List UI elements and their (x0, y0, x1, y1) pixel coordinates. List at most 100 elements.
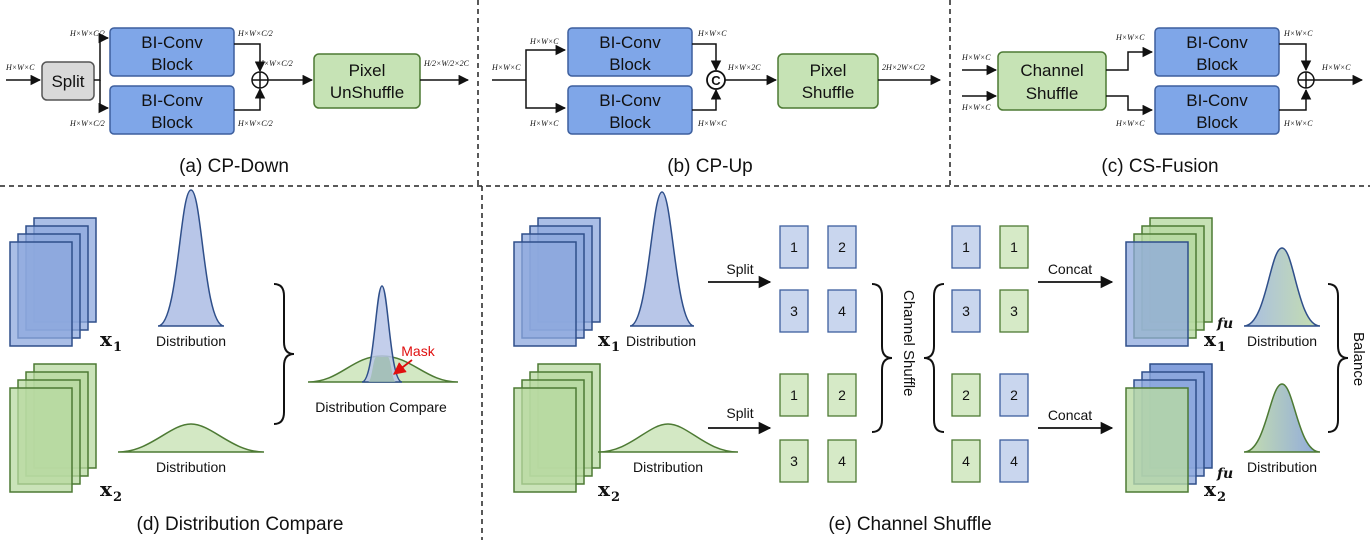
e-x2: x (598, 477, 611, 501)
shuf-bot-2: 2 (1010, 387, 1018, 403)
dim-top-out: H×W×C/2 (237, 29, 273, 38)
e-fu1: x (1204, 327, 1217, 351)
d-dist-top: Distribution (156, 333, 226, 349)
d-compare-label: Distribution Compare (315, 399, 447, 415)
feature-stack-x1 (9, 217, 97, 347)
dim-b-input: H×W×C (491, 63, 521, 72)
mask-overlap-region (368, 357, 396, 382)
caption-d: (d) Distribution Compare (137, 514, 344, 535)
dim-bot-in: H×W×C/2 (69, 119, 105, 128)
dim-sum: H×W×C/2 (257, 59, 293, 68)
wide-distribution-curve (117, 423, 265, 453)
dim-top-in: H×W×C/2 (69, 29, 105, 38)
c-conv-bot-line1: BI-Conv (1186, 91, 1248, 110)
panel-cs-fusion: H×W×C H×W×C Channel Shuffle H×W×C H×W×C … (961, 27, 1364, 177)
d-x2-sub: 2 (113, 490, 122, 505)
concat-symbol: C (711, 73, 721, 88)
c-shuffle-line1: Channel (1020, 61, 1083, 80)
conv-bot-line2: Block (151, 113, 193, 132)
shuf-bot-4: 4 (1010, 453, 1018, 469)
caption-e: (e) Channel Shuffle (828, 514, 991, 535)
e-split-top: Split (726, 261, 753, 277)
dim-c-bot-in: H×W×C (1115, 119, 1145, 128)
balance-brace-icon (1327, 283, 1349, 433)
e-fu1-sup: fu (1216, 316, 1233, 332)
b-conv-top-line2: Block (609, 55, 651, 74)
dim-c-bot-out: H×W×C (1283, 119, 1313, 128)
b-conv-bot-line2: Block (609, 113, 651, 132)
caption-b: (b) CP-Up (667, 156, 753, 177)
panel-cp-up: H×W×C H×W×C H×W×C BI-Conv Block BI-Conv … (491, 27, 942, 177)
shuffle-line2: Shuffle (802, 83, 855, 102)
e-feature-stack-x1 (513, 217, 601, 347)
tile-bot-1: 1 (790, 387, 798, 403)
tile-bot-4: 4 (838, 453, 846, 469)
d-dist-bot: Distribution (156, 459, 226, 475)
tile-bot-2: 2 (838, 387, 846, 403)
bi-conv-block-c-top (1154, 27, 1280, 77)
shuffle-line1: Pixel (810, 61, 847, 80)
dim-b-bot-in: H×W×C (529, 119, 559, 128)
tile-top-1: 1 (790, 239, 798, 255)
unshuffle-line1: Pixel (349, 61, 386, 80)
e-dist-fu2: Distribution (1247, 459, 1317, 475)
shuf-bot-3: 4 (962, 453, 970, 469)
c-shuffle-line2: Shuffle (1026, 84, 1079, 103)
e-fu2-sup: fu (1216, 466, 1233, 482)
dim-b-output: 2H×2W×C/2 (882, 63, 925, 72)
e-channel-shuffle-label: Channel Shuffle (900, 290, 917, 396)
caption-c: (c) CS-Fusion (1101, 156, 1218, 177)
dim-b-bot-out: H×W×C (697, 119, 727, 128)
b-conv-top-line1: BI-Conv (599, 33, 661, 52)
e-narrow-distribution (629, 191, 695, 327)
d-x1: x (100, 327, 113, 351)
shuf-top-1: 1 (962, 239, 970, 255)
channel-shuffle-block (997, 51, 1107, 111)
fu1-distribution (1243, 247, 1321, 327)
split-block (41, 61, 95, 101)
e-fu1-sub: 1 (1217, 340, 1226, 355)
feature-stack-x2 (9, 363, 97, 493)
dim-b-top-in: H×W×C (529, 37, 559, 46)
narrow-distribution-curve (157, 189, 225, 327)
dim-c-top-in: H×W×C (1115, 33, 1145, 42)
c-conv-bot-line2: Block (1196, 113, 1238, 132)
tile-top-4: 4 (838, 303, 846, 319)
panel-cp-down: H×W×C Split H×W×C/2 H×W×C/2 BI-Conv Bloc… (5, 27, 470, 177)
e-x1: x (598, 327, 611, 351)
b-conv-bot-line1: BI-Conv (599, 91, 661, 110)
shuffled-tiles-bottom: 2 2 4 4 (951, 373, 1029, 483)
fused-stack-x1fu (1125, 217, 1213, 347)
pixel-shuffle-block (777, 53, 879, 109)
c-conv-top-line2: Block (1196, 55, 1238, 74)
tile-top-2: 2 (838, 239, 846, 255)
shuf-top-2: 1 (1010, 239, 1018, 255)
e-concat-top: Concat (1048, 261, 1092, 277)
c-conv-top-line1: BI-Conv (1186, 33, 1248, 52)
bi-conv-block-top (109, 27, 235, 77)
split-tiles-top: 1 2 3 4 (779, 225, 857, 333)
e-wide-distribution (597, 423, 739, 453)
caption-a: (a) CP-Down (179, 156, 289, 177)
shuf-top-3: 3 (962, 303, 970, 319)
fu2-distribution (1243, 383, 1321, 453)
dim-c-output: H×W×C (1321, 63, 1351, 72)
e-x2-sub: 2 (611, 490, 620, 505)
split-tiles-bottom: 1 2 3 4 (779, 373, 857, 483)
d-x2: x (100, 477, 113, 501)
e-fu2-sub: 2 (1217, 490, 1226, 505)
conv-top-line1: BI-Conv (141, 33, 203, 52)
shuffled-tiles-top: 1 1 3 3 (951, 225, 1029, 333)
fused-stack-x2fu (1125, 363, 1213, 493)
brace-icon (273, 283, 295, 425)
dim-input: H×W×C (5, 63, 35, 72)
dim-c-top-out: H×W×C (1283, 29, 1313, 38)
shuf-bot-1: 2 (962, 387, 970, 403)
mask-label: Mask (401, 343, 435, 359)
e-x1-sub: 1 (611, 340, 620, 355)
dim-b-top-out: H×W×C (697, 29, 727, 38)
bi-conv-block-b-top (567, 27, 693, 77)
panel-channel-shuffle: x 1 Distribution x 2 Distribution Split … (513, 191, 1367, 535)
split-label: Split (51, 72, 84, 91)
